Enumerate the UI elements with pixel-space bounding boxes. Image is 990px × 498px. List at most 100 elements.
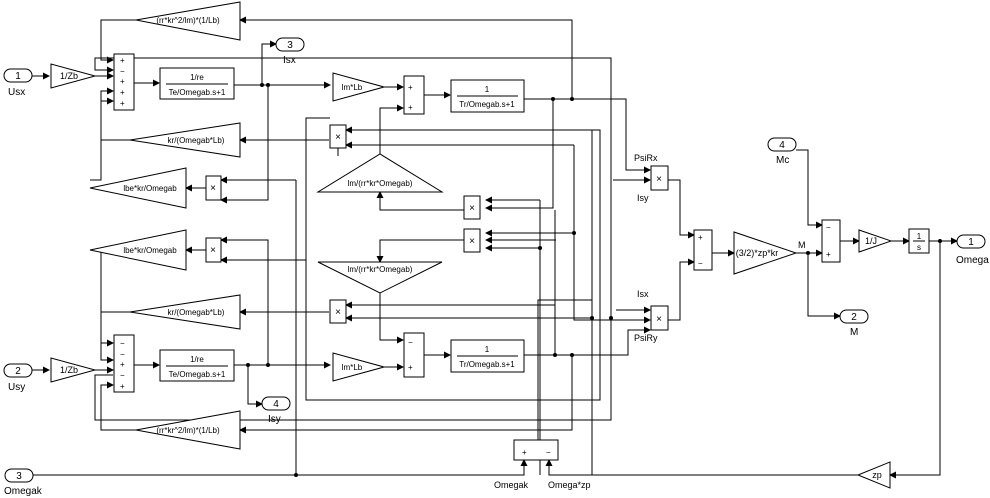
product-lbe-1[interactable]: × <box>205 175 222 201</box>
gain-kr-bottom[interactable]: kr/(Omegab*Lb) <box>129 294 241 330</box>
gain-lm-bottom-label: lm*Lb <box>342 363 363 372</box>
sum-bot-sign-5: + <box>120 382 125 391</box>
product-lbe-1-sign: × <box>210 183 216 194</box>
tf-stator-bottom-den: Te/Omegab.s+1 <box>169 370 226 379</box>
gain-tri-down[interactable]: lm/(rr*kr*Omegab) <box>317 261 443 294</box>
sum-rotor-top-sign-1: + <box>408 83 413 92</box>
signal-label-psirx: PsiRx <box>634 153 658 163</box>
signal-labels: PsiRx Isy Isx PsiRy M Omegak Omega*zp <box>494 153 806 490</box>
product-center-2[interactable]: × <box>463 228 481 253</box>
inport-mc[interactable]: 4 Mc <box>767 137 797 166</box>
gain-lm-top-label: lm*Lb <box>342 83 363 92</box>
sum-torque[interactable]: + − <box>693 229 713 271</box>
sum-mechanical[interactable]: − + <box>821 219 841 263</box>
integrator[interactable]: 1 s <box>908 228 930 254</box>
gain-lm-top[interactable]: lm*Lb <box>332 72 386 102</box>
sum-top-stator[interactable]: + − + + + <box>113 53 135 111</box>
outport-m[interactable]: 2 M <box>839 309 869 338</box>
sum-rotor-bot-sign-2: + <box>408 363 413 372</box>
sum-mech-sign-1: − <box>826 223 831 232</box>
sum-bot-sign-4: − <box>120 371 125 380</box>
gain-lbe-2-label: lbe*kr/Omegab <box>123 246 177 255</box>
sum-rotor-top[interactable]: + + <box>403 75 425 115</box>
tf-stator-top-num: 1/re <box>190 73 204 82</box>
gain-torque-label: (3/2)*zp*kr <box>736 248 779 258</box>
product-center-2-sign: × <box>469 236 475 247</box>
sum-bot-sign-3: + <box>120 360 125 369</box>
signal-label-omegazp: Omega*zp <box>548 480 591 490</box>
tf-rotor-top-num: 1 <box>485 85 490 94</box>
product-isx-psiry[interactable]: × <box>650 305 669 331</box>
product-psirx-isy[interactable]: × <box>650 165 669 191</box>
product-center-1[interactable]: × <box>463 195 481 220</box>
inport-usx[interactable]: 1 Usx <box>3 68 33 98</box>
gain-tri-up[interactable]: lm/(rr*kr*Omegab) <box>316 153 444 193</box>
gain-kr-top-label: kr/(Omegab*Lb) <box>168 136 225 145</box>
signal-label-m: M <box>798 240 806 250</box>
product-kr-top[interactable]: × <box>329 124 347 149</box>
product-kr-top-sign: × <box>335 132 341 143</box>
product-kr-bottom[interactable]: × <box>329 299 347 324</box>
sum-top-sign-5: + <box>120 99 125 108</box>
tf-stator-top[interactable]: 1/re Te/Omegab.s+1 <box>159 67 235 100</box>
outport-isx-number: 3 <box>287 40 293 51</box>
sum-mech-sign-2: + <box>826 250 831 259</box>
sum-bot-sign-2: − <box>120 350 125 359</box>
outport-omega[interactable]: 1 Omega <box>956 234 989 266</box>
signal-label-omegak: Omegak <box>494 480 529 490</box>
gain-kr-top[interactable]: kr/(Omegab*Lb) <box>129 122 241 158</box>
gain-torque[interactable]: (3/2)*zp*kr <box>733 231 798 275</box>
gain-tri-up-label: lm/(rr*kr*Omegab) <box>348 179 413 188</box>
integrator-den: s <box>917 243 921 252</box>
product-isx-psiry-sign: × <box>656 314 662 325</box>
tf-stator-top-den: Te/Omegab.s+1 <box>169 88 226 97</box>
gain-lm-bottom[interactable]: lm*Lb <box>332 352 386 382</box>
gain-rr-bottom[interactable]: (rr*kr^2/lm)*(1/Lb) <box>135 410 241 450</box>
product-psirx-isy-sign: × <box>656 174 662 185</box>
outport-isx[interactable]: 3 Isx <box>275 37 305 66</box>
outport-isy-label: Isy <box>268 414 281 425</box>
inport-omegak[interactable]: 3 Omegak <box>4 468 43 497</box>
gain-zb-bottom[interactable]: 1/Zb <box>50 357 97 383</box>
inport-usx-number: 1 <box>15 71 21 82</box>
signal-label-isx: Isx <box>637 289 649 299</box>
integrator-num: 1 <box>917 232 922 241</box>
gain-lbe-1[interactable]: lbe*kr/Omegab <box>89 167 187 209</box>
gain-inv-j[interactable]: 1/J <box>858 229 893 253</box>
sum-top-sign-1: + <box>120 56 125 65</box>
outport-m-label: M <box>850 327 858 338</box>
tf-rotor-top[interactable]: 1 Tr/Omegab.s+1 <box>450 79 525 113</box>
outport-isy-number: 4 <box>273 399 279 410</box>
inport-usy-label: Usy <box>8 382 25 393</box>
sum-bottom-stator[interactable]: − − + − + <box>113 334 135 393</box>
sum-rotor-top-sign-2: + <box>408 103 413 112</box>
inport-omegak-number: 3 <box>16 471 22 482</box>
gain-zb-top[interactable]: 1/Zb <box>50 63 97 89</box>
tf-rotor-top-den: Tr/Omegab.s+1 <box>459 100 515 109</box>
sum-rotor-bottom[interactable]: − + <box>403 332 425 378</box>
junction-dots <box>246 83 942 477</box>
sum-rotor-bot-sign-1: − <box>408 338 413 347</box>
outport-isy[interactable]: 4 Isy <box>261 396 291 425</box>
gain-zp-label: zp <box>872 470 882 480</box>
gain-lbe-2[interactable]: lbe*kr/Omegab <box>89 229 187 271</box>
gain-kr-bottom-label: kr/(Omegab*Lb) <box>168 308 225 317</box>
sum-top-sign-3: + <box>120 77 125 86</box>
tf-stator-bottom[interactable]: 1/re Te/Omegab.s+1 <box>159 349 235 382</box>
product-lbe-2[interactable]: × <box>205 237 222 263</box>
tf-rotor-bottom[interactable]: 1 Tr/Omegab.s+1 <box>450 339 525 373</box>
gain-zb-top-label: 1/Zb <box>60 71 78 81</box>
tf-rotor-bottom-den: Tr/Omegab.s+1 <box>459 360 515 369</box>
sum-top-sign-4: + <box>120 88 125 97</box>
gain-rr-bottom-label: (rr*kr^2/lm)*(1/Lb) <box>156 426 220 435</box>
product-kr-bottom-sign: × <box>335 307 341 318</box>
gain-rr-top[interactable]: (rr*kr^2/lm)*(1/Lb) <box>135 1 241 41</box>
inport-usx-label: Usx <box>8 87 25 98</box>
gain-rr-top-label: (rr*kr^2/lm)*(1/Lb) <box>156 16 220 25</box>
sum-omega-diff[interactable]: + − <box>513 439 559 461</box>
gain-zp[interactable]: zp <box>856 461 891 489</box>
inport-usy[interactable]: 2 Usy <box>3 363 33 393</box>
gain-zb-bottom-label: 1/Zb <box>60 365 78 375</box>
sum-top-sign-2: − <box>120 67 125 76</box>
gain-tri-down-label: lm/(rr*kr*Omegab) <box>348 265 413 274</box>
